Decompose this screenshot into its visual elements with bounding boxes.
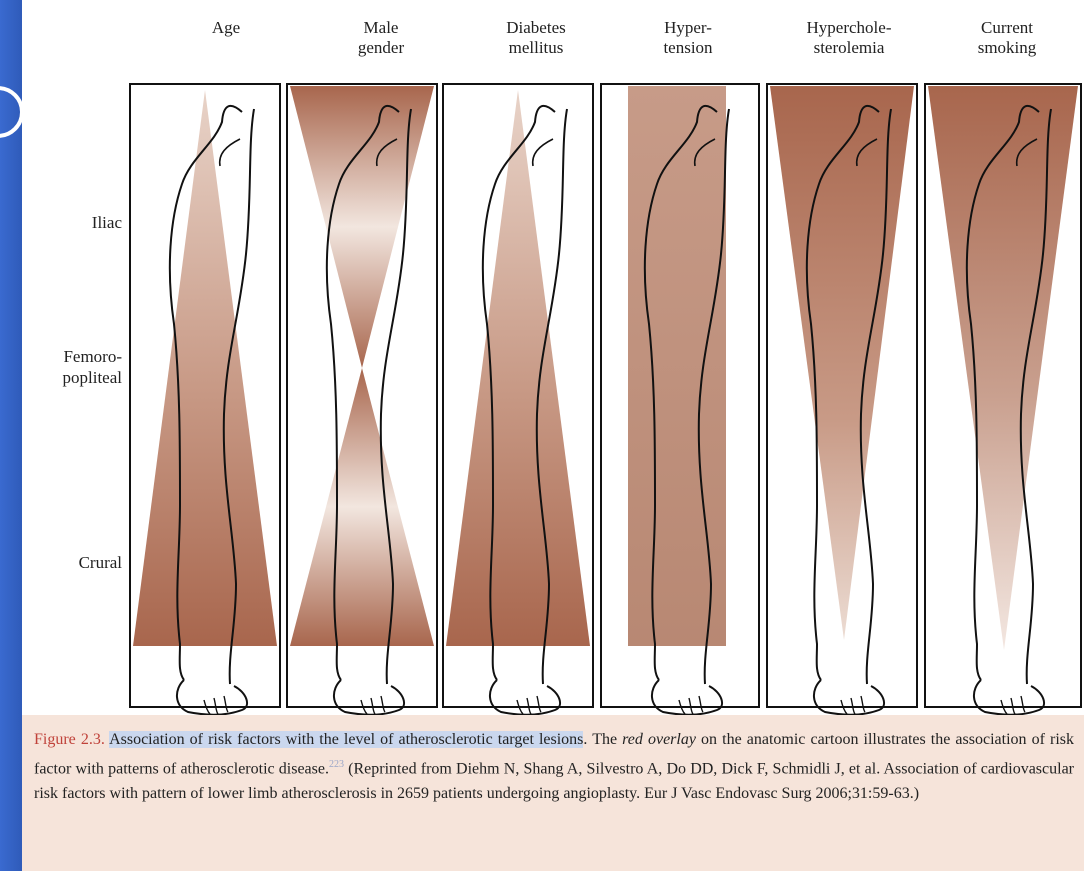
slide-edge [0, 0, 22, 871]
caption-italic: red overlay [622, 731, 696, 748]
panel-diabetes [443, 84, 593, 715]
caption-text: . The [583, 731, 622, 748]
panel-hypertension [601, 84, 759, 715]
leg-panels [22, 0, 1084, 715]
risk-overlay-hypertension [628, 86, 726, 646]
figure-number: Figure 2.3. [34, 731, 105, 748]
panel-hypercholesterolemia [767, 84, 917, 715]
slide-circle-decoration [0, 86, 24, 138]
panel-smoking [925, 84, 1081, 715]
caption-reference: 223 [329, 759, 344, 770]
panel-male-gender [287, 84, 437, 715]
panel-age [130, 84, 280, 715]
figure-caption: Figure 2.3. Association of risk factors … [22, 715, 1084, 871]
figure: Age Male gender Diabetes mellitus Hyper-… [22, 0, 1084, 871]
caption-title: Association of risk factors with the lev… [109, 731, 583, 748]
